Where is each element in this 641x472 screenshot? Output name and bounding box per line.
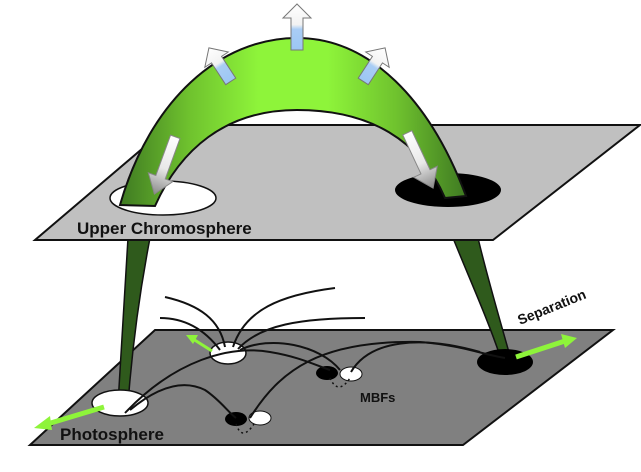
downflow-arrow-right [402,130,438,189]
separation-arrow [515,334,577,360]
mbf-negative-2 [316,366,338,380]
photosphere-label: Photosphere [60,425,164,444]
positive-polarity-left [91,389,149,417]
outflow-arrow-top [281,3,313,51]
outflow-arrow-left [204,47,237,86]
mbf-positive-2 [339,366,363,382]
field-lines [124,287,506,419]
upper-chromosphere-label: Upper Chromosphere [77,219,252,238]
motion-arrow-center [186,335,213,353]
motion-arrow-left [34,404,105,430]
mbf-positive-1 [248,410,272,426]
separation-label: Separation [515,286,588,328]
photosphere-plane [27,329,616,446]
outflow-arrow-right [357,47,390,86]
downflow-arrow-left [147,134,181,195]
mbfs-label: MBFs [360,390,395,405]
mbf-negative-1 [225,412,247,426]
